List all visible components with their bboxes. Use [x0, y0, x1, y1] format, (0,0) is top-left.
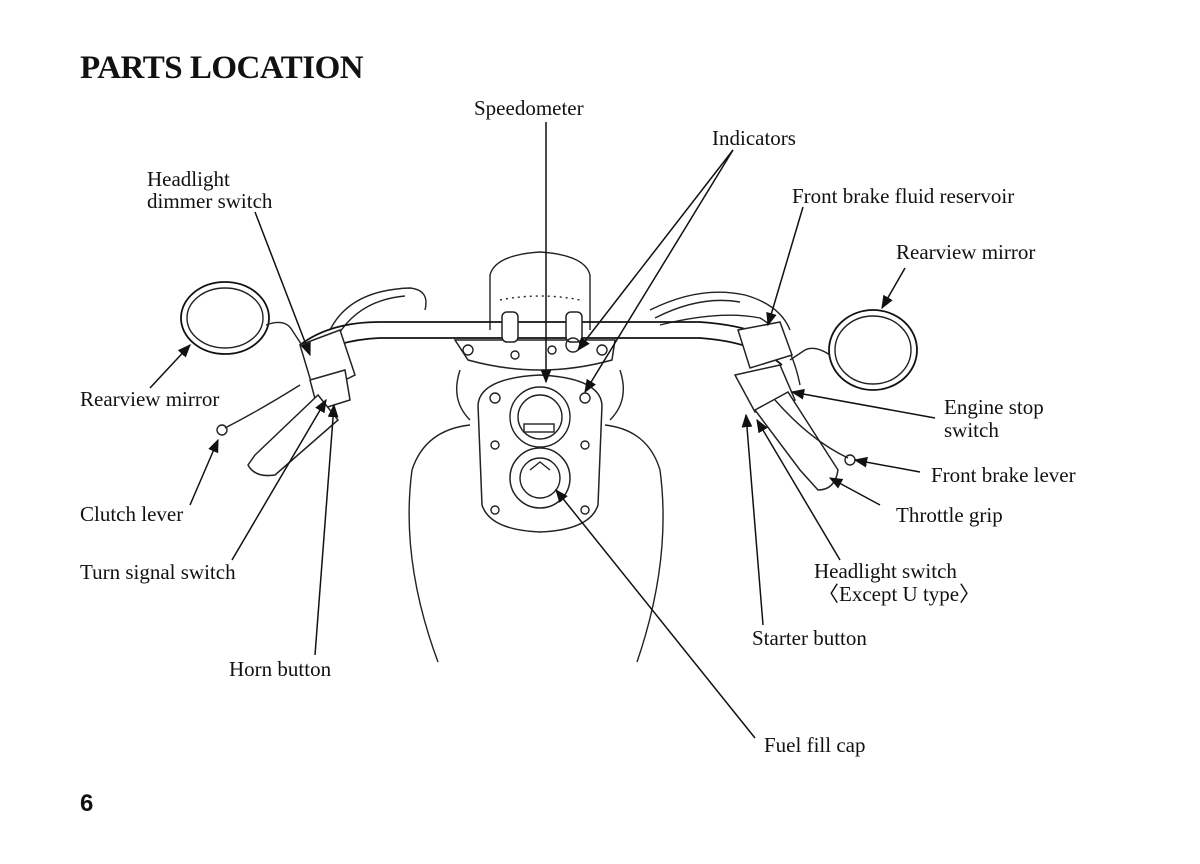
windscreen: [489, 251, 591, 330]
label-headlight-switch-line1: Headlight switch: [814, 559, 957, 583]
label-headlight-dimmer-line1: Headlight: [147, 167, 230, 191]
label-throttle-grip: Throttle grip: [896, 503, 1003, 527]
top-bridge: [453, 311, 616, 371]
left-mirror: [180, 281, 306, 355]
leader-lines: [149, 122, 936, 739]
label-indicators: Indicators: [712, 126, 796, 150]
label-horn-button: Horn button: [229, 657, 332, 681]
page-title: PARTS LOCATION: [80, 50, 364, 86]
label-headlight-dimmer-line2: dimmer switch: [147, 189, 273, 213]
label-starter-button: Starter button: [752, 626, 867, 650]
label-rearview-mirror-right: Rearview mirror: [896, 240, 1036, 264]
instrument-panel: [477, 374, 603, 533]
right-controls: [733, 321, 856, 491]
label-engine-stop-line2: switch: [944, 418, 999, 442]
label-headlight-switch-line2: 〈Except U type〉: [818, 582, 981, 606]
page-number: 6: [80, 790, 94, 817]
label-front-brake-fluid-reservoir: Front brake fluid reservoir: [792, 184, 1015, 208]
label-front-brake-lever: Front brake lever: [931, 463, 1076, 487]
label-fuel-fill-cap: Fuel fill cap: [764, 733, 866, 757]
label-clutch-lever: Clutch lever: [80, 502, 184, 526]
label-engine-stop-line1: Engine stop: [944, 395, 1044, 419]
label-speedometer: Speedometer: [474, 96, 584, 120]
right-mirror: [789, 309, 918, 391]
cables: [329, 287, 801, 386]
label-turn-signal-switch: Turn signal switch: [80, 560, 236, 584]
label-rearview-mirror-left: Rearview mirror: [80, 387, 220, 411]
fuel-tank: [408, 369, 664, 663]
